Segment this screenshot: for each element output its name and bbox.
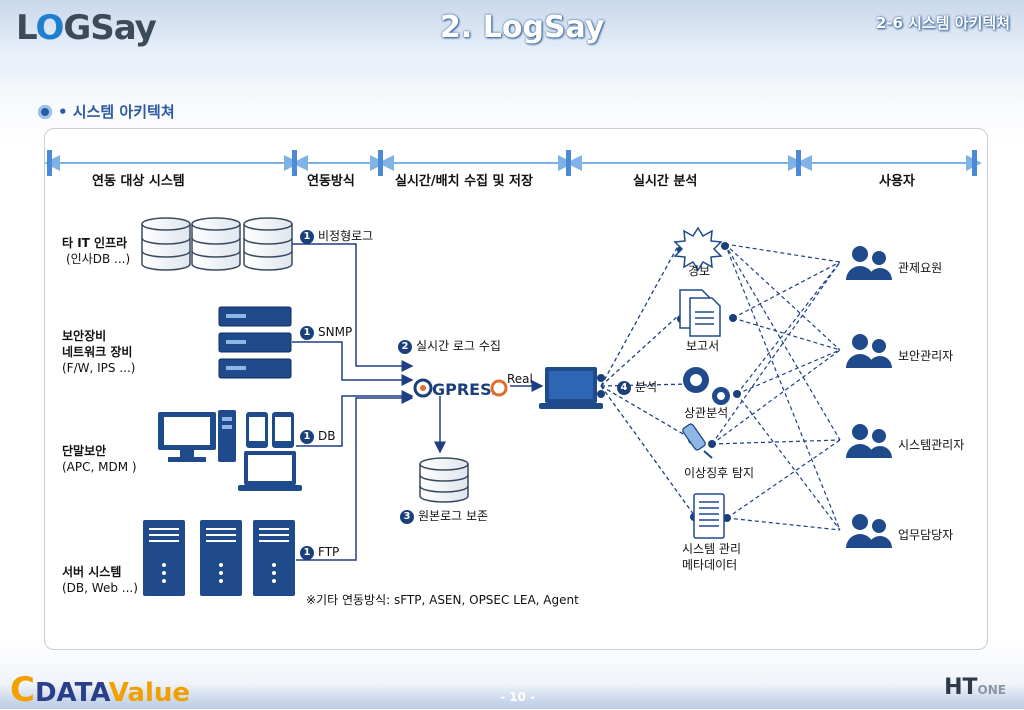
bottom-banner — [0, 684, 1024, 709]
analysis-laptop-icon — [539, 367, 603, 409]
column-header-analysis: 실시간 분석 — [633, 174, 698, 189]
column-header-methods: 연동방식 — [307, 174, 355, 189]
logpresso-logo: GPRESS — [413, 378, 508, 399]
analysis-fanout — [600, 245, 695, 516]
report-icon — [679, 289, 721, 337]
column-header-users: 사용자 — [879, 174, 915, 189]
subheading: • 시스템 아키텍쳐 — [38, 101, 175, 122]
desktop-icon — [158, 410, 236, 462]
column-header-collect: 실시간/배치 수집 및 저장 — [395, 174, 533, 189]
top-banner — [0, 0, 1024, 92]
htone-logo: HTONE — [944, 675, 1006, 700]
bullet-icon — [38, 105, 52, 119]
section-label: 2-6 시스템 아키텍쳐 — [875, 14, 1010, 32]
output-correlation: 상관분석 — [684, 406, 729, 420]
datavalue-logo: CDATAValue — [10, 670, 191, 710]
output-alarm: 경보 — [688, 264, 711, 278]
source-it-infra: 타 IT 인프라(인사DB ...) — [62, 236, 131, 266]
mobile-icon — [246, 412, 294, 448]
user-operator: 관제요원 — [898, 261, 943, 275]
ingest-lines — [292, 243, 544, 561]
metadata-server-icon — [693, 493, 725, 539]
network-appliance-icon-group — [218, 306, 292, 379]
page-number: - 10 - — [500, 690, 536, 704]
output-anomaly: 이상징후 탐지 — [684, 466, 755, 480]
laptop-icon — [238, 451, 302, 491]
archive-database-icon — [419, 457, 469, 503]
column-ticks — [47, 150, 977, 176]
slide-title: 2. LogSay — [440, 10, 605, 45]
logsay-logo: LOGSay — [16, 8, 157, 48]
user-group-icons — [846, 246, 892, 548]
user-system-admin: 시스템관리자 — [898, 438, 965, 452]
source-server: 서버 시스템(DB, Web ...) — [62, 565, 138, 595]
user-business: 업무담당자 — [898, 528, 954, 542]
user-links — [711, 243, 841, 531]
correlation-gear-icon — [683, 367, 730, 405]
server-icon-group — [143, 520, 295, 596]
database-icon-group — [141, 217, 293, 271]
real-label: Real — [507, 372, 533, 386]
alarm-icon — [673, 226, 723, 272]
source-endpoint: 단말보안(APC, MDM ) — [62, 444, 137, 474]
column-header-sources: 연동 대상 시스템 — [92, 174, 185, 189]
user-security-admin: 보안관리자 — [898, 349, 954, 363]
integration-note: ※기타 연동방식: sFTP, ASEN, OPSEC LEA, Agent — [306, 593, 579, 607]
svg-text:GPRESS: GPRESS — [432, 380, 502, 399]
anomaly-detection-icon — [682, 423, 713, 459]
output-report: 보고서 — [686, 339, 720, 353]
